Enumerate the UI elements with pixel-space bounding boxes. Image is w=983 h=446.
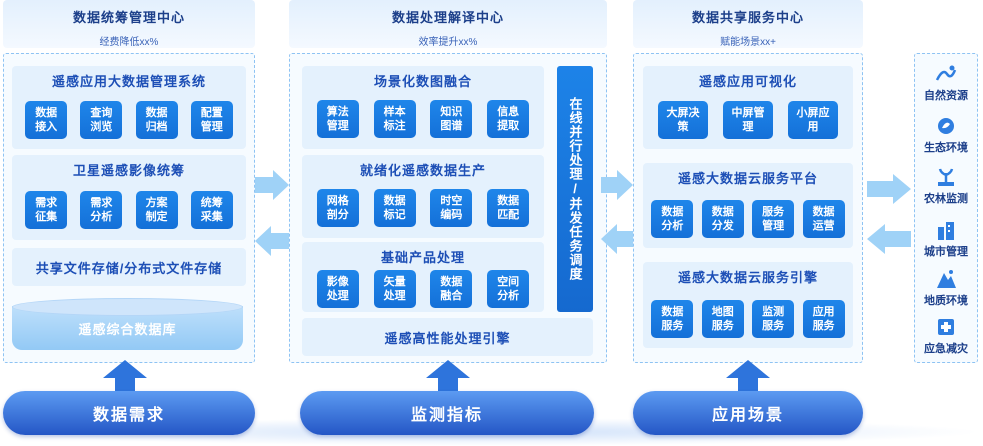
header-title: 数据共享服务中心 xyxy=(691,10,804,25)
tile-knowledge-graph[interactable]: 知识图谱 xyxy=(430,100,473,138)
arrow-up-icon xyxy=(426,360,470,394)
section-rs-bigdata-management: 遥感应用大数据管理系统 数据接入 查询浏览 数据归档 配置管理 xyxy=(12,66,246,149)
section-cloud-platform: 遥感大数据云服务平台 数据分析 数据分发 服务管理 数据运营 xyxy=(643,163,853,248)
side-item-label: 生态环境 xyxy=(924,142,968,154)
header-title: 数据统筹管理中心 xyxy=(72,10,185,25)
section-cloud-engine: 遥感大数据云服务引擎 数据服务 地图服务 监测服务 应用服务 xyxy=(643,262,853,348)
section-title: 遥感应用大数据管理系统 xyxy=(51,74,206,89)
section-scene-fusion: 场景化数图融合 算法管理 样本标注 知识图谱 信息提取 xyxy=(302,66,544,149)
section-title: 遥感应用可视化 xyxy=(698,74,797,89)
tile-sample-label[interactable]: 样本标注 xyxy=(373,100,416,138)
nature-resource-icon xyxy=(935,65,957,81)
tile-data-mark[interactable]: 数据标记 xyxy=(373,189,416,227)
tile-spatial-analysis[interactable]: 空间分析 xyxy=(487,270,530,308)
side-item-ecology[interactable]: 生态环境 xyxy=(915,116,977,155)
side-item-agriculture[interactable]: 农林监测 xyxy=(915,167,977,206)
application-scene-list: 自然资源 生态环境 农林监测 城市管理 地质环境 应急减灾 xyxy=(914,53,978,363)
tile-big-screen[interactable]: 大屏决策 xyxy=(658,101,708,139)
header-data-sharing-center: 数据共享服务中心 赋能场景xx+ xyxy=(633,0,863,48)
tile-demand-analysis[interactable]: 需求分析 xyxy=(80,191,123,229)
city-icon xyxy=(938,222,954,240)
tile-image-process[interactable]: 影像处理 xyxy=(316,270,359,308)
side-item-nature-resource[interactable]: 自然资源 xyxy=(915,64,977,103)
tile-data-service[interactable]: 数据服务 xyxy=(651,300,694,338)
arrow-up-icon xyxy=(726,360,770,394)
geology-icon xyxy=(937,270,956,288)
parallel-processing-bar: 在线并行处理/并发任务调度 xyxy=(557,66,593,312)
side-item-label: 应急减灾 xyxy=(924,343,968,355)
side-item-label: 地质环境 xyxy=(924,295,968,307)
tile-config-manage[interactable]: 配置管理 xyxy=(190,101,233,139)
arrow-left-icon xyxy=(867,224,911,254)
side-item-label: 自然资源 xyxy=(924,90,968,102)
header-data-management-center: 数据统筹管理中心 经费降低xx% xyxy=(3,0,255,48)
header-subtitle: 赋能场景xx+ xyxy=(720,37,776,48)
side-item-emergency[interactable]: 应急减灾 xyxy=(915,317,977,356)
emergency-icon xyxy=(938,319,954,335)
arrow-right-icon xyxy=(601,170,633,200)
tile-small-screen[interactable]: 小屏应用 xyxy=(788,101,838,139)
pill-data-demand[interactable]: 数据需求 xyxy=(3,391,255,435)
tile-demand-collect[interactable]: 需求征集 xyxy=(25,191,68,229)
section-title: 就绪化遥感数据生产 xyxy=(359,163,486,178)
parallel-processing-label: 在线并行处理/并发任务调度 xyxy=(567,97,583,281)
tile-vector-process[interactable]: 矢量处理 xyxy=(373,270,416,308)
arrow-left-icon xyxy=(601,224,633,254)
side-item-city[interactable]: 城市管理 xyxy=(915,220,977,259)
tile-spatiotemporal-code[interactable]: 时空编码 xyxy=(430,189,473,227)
arrow-right-icon xyxy=(867,174,911,204)
tile-data-archive[interactable]: 数据归档 xyxy=(135,101,178,139)
section-title: 遥感大数据云服务平台 xyxy=(677,171,818,186)
tile-algorithm-manage[interactable]: 算法管理 xyxy=(316,100,359,138)
tile-grid-partition[interactable]: 网格剖分 xyxy=(316,189,359,227)
storage-bar: 共享文件存储/分布式文件存储 xyxy=(12,248,246,286)
tile-mid-screen[interactable]: 中屏管理 xyxy=(723,101,773,139)
database-cylinder: 遥感综合数据库 xyxy=(12,298,243,350)
side-item-label: 城市管理 xyxy=(924,246,968,258)
header-subtitle: 效率提升xx% xyxy=(418,37,478,48)
tile-app-service[interactable]: 应用服务 xyxy=(802,300,845,338)
tile-data-match[interactable]: 数据匹配 xyxy=(487,189,530,227)
side-item-label: 农林监测 xyxy=(924,193,968,205)
tile-service-manage[interactable]: 服务管理 xyxy=(752,200,795,238)
tile-plan-making[interactable]: 方案制定 xyxy=(135,191,178,229)
header-data-processing-center: 数据处理解译中心 效率提升xx% xyxy=(289,0,607,48)
arrow-right-icon xyxy=(255,170,289,200)
tile-data-ingest[interactable]: 数据接入 xyxy=(25,101,68,139)
pill-application-scene[interactable]: 应用场景 xyxy=(633,391,863,435)
ecology-icon xyxy=(938,118,954,134)
tile-monitor-service[interactable]: 监测服务 xyxy=(752,300,795,338)
section-title: 遥感大数据云服务引擎 xyxy=(677,270,818,285)
header-subtitle: 经费降低xx% xyxy=(99,37,159,48)
section-title: 基础产品处理 xyxy=(380,250,465,265)
tile-query-browse[interactable]: 查询浏览 xyxy=(80,101,123,139)
tile-info-extract[interactable]: 信息提取 xyxy=(487,100,530,138)
section-title: 场景化数图融合 xyxy=(373,74,472,89)
section-visualization: 遥感应用可视化 大屏决策 中屏管理 小屏应用 xyxy=(643,66,853,149)
header-title: 数据处理解译中心 xyxy=(391,10,504,25)
tile-data-fusion[interactable]: 数据融合 xyxy=(430,270,473,308)
agriculture-icon xyxy=(938,168,954,186)
section-title: 卫星遥感影像统筹 xyxy=(72,163,185,178)
section-base-product: 基础产品处理 影像处理 矢量处理 数据融合 空间分析 xyxy=(302,242,544,312)
side-item-geology[interactable]: 地质环境 xyxy=(915,269,977,308)
engine-bar: 遥感高性能处理引擎 xyxy=(302,318,593,356)
tile-map-service[interactable]: 地图服务 xyxy=(701,300,744,338)
tile-data-analysis[interactable]: 数据分析 xyxy=(651,200,694,238)
section-satellite-imagery: 卫星遥感影像统筹 需求征集 需求分析 方案制定 统筹采集 xyxy=(12,155,246,240)
tile-coordinated-collect[interactable]: 统筹采集 xyxy=(190,191,233,229)
section-ready-data-production: 就绪化遥感数据生产 网格剖分 数据标记 时空编码 数据匹配 xyxy=(302,155,544,238)
arrow-up-icon xyxy=(103,360,147,394)
pill-monitoring-index[interactable]: 监测指标 xyxy=(300,391,594,435)
arrow-left-icon xyxy=(255,226,289,256)
tile-data-distribute[interactable]: 数据分发 xyxy=(701,200,744,238)
tile-data-operate[interactable]: 数据运营 xyxy=(802,200,845,238)
